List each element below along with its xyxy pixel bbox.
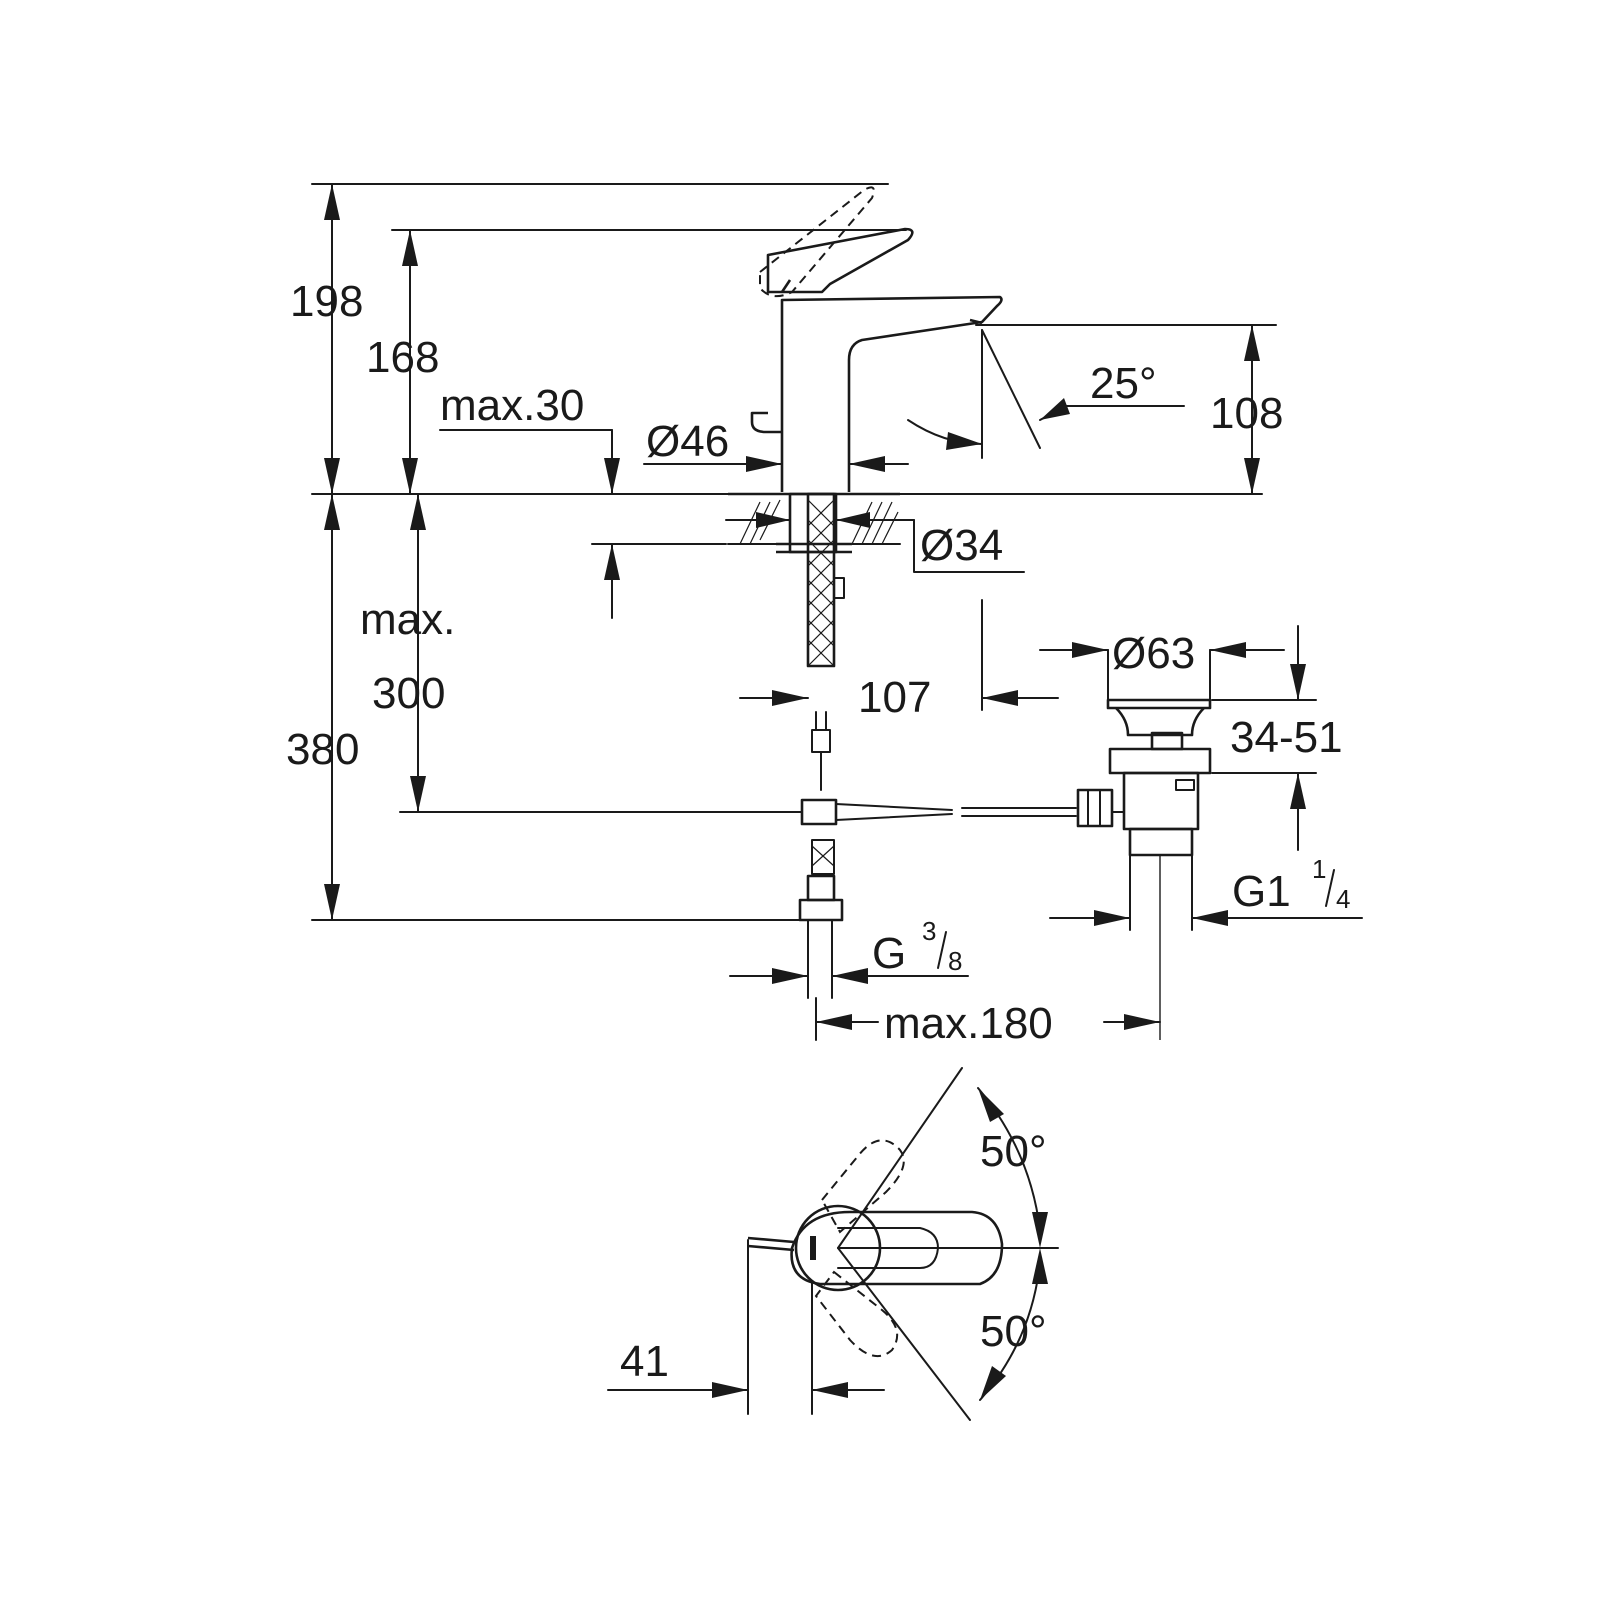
label-waste-range: 34-51: [1230, 713, 1343, 762]
label-spout-reach: 107: [858, 673, 931, 722]
label-body-diameter: Ø46: [646, 417, 729, 466]
waste-valve: [1076, 698, 1212, 1040]
label-total-height: 198: [290, 277, 363, 326]
label-lever-rotation-down: 50°: [980, 1307, 1047, 1356]
label-lever-offset: 41: [620, 1337, 669, 1386]
dimension-lines: [311, 183, 1363, 1421]
label-max-deck-thickness: max.30: [440, 381, 584, 430]
label-waste-thread-den: 4: [1336, 884, 1350, 914]
label-hole-diameter: Ø34: [920, 521, 1003, 570]
label-supply-thread-num: 3: [922, 916, 936, 946]
label-waste-thread: G1: [1232, 867, 1291, 916]
popup-rod: [750, 411, 782, 434]
dimension-labels: 198 168 max.30 Ø46 25° 108 Ø34 max. 300 …: [286, 277, 1350, 1386]
label-total-below-deck: 380: [286, 725, 359, 774]
label-max-deck-thickness-prefix: max.: [440, 381, 535, 430]
label-supply-thread-base: G: [872, 929, 906, 978]
top-view-handle: [790, 1210, 1004, 1286]
lever-raised-dashed: [759, 186, 875, 298]
faucet-body: [780, 295, 1003, 492]
deck-section: [727, 492, 901, 554]
spout-outlet: [969, 318, 983, 325]
label-supply-thread: G: [872, 929, 906, 978]
supply-hose: [789, 492, 845, 999]
label-spout-angle: 25°: [1090, 359, 1157, 408]
label-hose-length: 300: [372, 669, 445, 718]
label-max: max.: [360, 595, 455, 644]
label-waste-thread-num: 1: [1312, 854, 1326, 884]
label-max-horizontal: max.180: [884, 999, 1053, 1048]
label-waste-diameter: Ø63: [1112, 629, 1195, 678]
label-max-deck-thickness-value: 30: [535, 381, 584, 430]
lever-cartridge: [780, 279, 792, 293]
label-lever-rotation-up: 50°: [980, 1127, 1047, 1176]
label-max-horizontal-prefix: max.: [884, 999, 979, 1048]
label-spout-top-height: 168: [366, 333, 439, 382]
label-spout-outlet-height: 108: [1210, 389, 1283, 438]
faucet-side-view: [750, 186, 1003, 492]
popup-linkage: [835, 803, 1077, 821]
label-max-horizontal-value: 180: [979, 999, 1052, 1048]
lever-body: [766, 227, 914, 294]
label-waste-thread-base: G1: [1232, 867, 1291, 916]
label-supply-thread-den: 8: [948, 946, 962, 976]
